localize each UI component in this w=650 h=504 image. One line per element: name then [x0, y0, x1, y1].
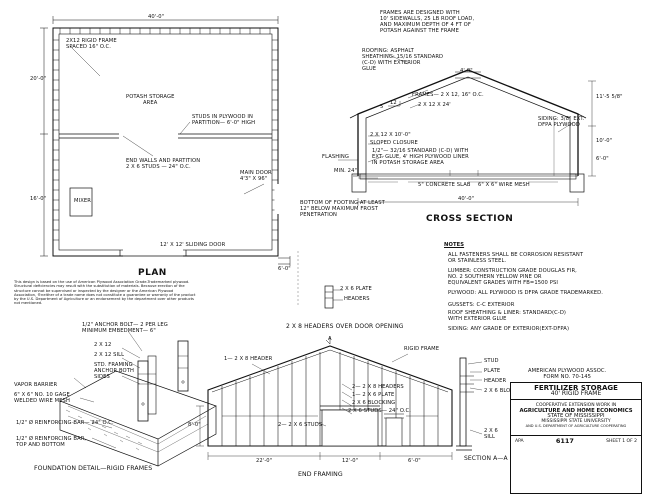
height-upper-dim: 11'-5 5/8" [596, 94, 623, 100]
slope-run: 12 [390, 100, 397, 106]
end-framing-studs-label: 2 x 6 STUDS— 24" O.C. [348, 408, 412, 414]
note-gussets: GUSSETS: C-C EXTERIOR [448, 302, 515, 308]
rebar-top-bottom-label: 1/2" Ø REINFORCING BAR, TOP AND BOTTOM [16, 436, 87, 448]
end-framing-header-label: 1— 2 x 8 HEADER [224, 356, 273, 362]
foundation-title: FOUNDATION DETAIL—RIGID FRAMES [34, 465, 153, 472]
post-label: 2 x 12 x 10'-0" [370, 132, 411, 138]
note-lumber: LUMBER: CONSTRUCTION GRADE DOUGLAS FIR, … [448, 268, 577, 286]
disclaimer-note: This design is based on the use of Ameri… [14, 280, 196, 306]
section-aa-title: SECTION A—A [464, 455, 508, 462]
sill-2x12-sill-label: 2 x 12 SILL [94, 352, 125, 358]
section-aa-sill: 2 x 6 SILL [484, 428, 498, 440]
plan-sliding-door-label: 12' x 12' SLIDING DOOR [160, 242, 226, 248]
notes-heading: NOTES [444, 242, 465, 248]
plan-dim-bottom: 6'-0" [278, 266, 291, 272]
anchor-bolt-label: 1/2" ANCHOR BOLT— 2 PER LEG MINIMUM EMBE… [82, 322, 168, 334]
plan-main-door-label: MAIN DOOR 4'3" x 96" [240, 170, 272, 182]
header-detail-plate: 2 x 6 PLATE [340, 286, 372, 292]
sloped-closure-label: SLOPED CLOSURE [370, 140, 418, 146]
slope-rise: 5 [380, 104, 384, 110]
drawing-sheet: 40'-0" 20'-0" 16'-0" 6'-0" 2x12 RIGID FR… [8, 6, 642, 498]
foundation-detail [59, 330, 217, 467]
end-framing-headers-label: 2— 2 x 8 HEADERS [352, 384, 404, 390]
cross-section-title: CROSS SECTION [426, 214, 514, 224]
flashing-label: FLASHING [322, 154, 349, 160]
roofing-label: ROOFING: ASPHALT SHEATHING: 15/16 STANDA… [362, 48, 444, 72]
plan-mixer-label: MIXER [74, 198, 91, 204]
plan-rigid-frame-label: 2x12 RIGID FRAME SPACED 16" O.C. [66, 38, 117, 50]
welded-mesh-label: 6" x 6" NO. 10 GAGE WELDED WIRE MESH [14, 392, 70, 404]
span-dim: 40'-0" [458, 196, 475, 202]
end-framing-dim-3: 6'-0" [408, 458, 421, 464]
title-block: FERTILIZER STORAGE 40' RIGID FRAME COOPE… [510, 382, 642, 494]
end-framing-title: END FRAMING [298, 471, 343, 478]
sill-2x12-label: 2 x 12 [94, 342, 112, 348]
title-block-assoc: AMERICAN PLYWOOD ASSOC. FORM NO. 70-145 [528, 368, 607, 380]
framing-anchor-label: STD. FRAMING ANCHOR BOTH SIDES [94, 362, 135, 380]
plan-dim-top: 40'-0" [148, 14, 165, 20]
plan-dim-left-lower: 16'-0" [30, 196, 47, 202]
header-detail-title: 2 x 8 HEADERS OVER DOOR OPENING [286, 323, 404, 330]
end-framing-plate-label: 1— 2 x 6 PLATE [352, 392, 395, 398]
end-framing-studs-bottom-label: 2— 2 x 6 STUDS [278, 422, 323, 428]
end-framing-blocking-label: 2 x 6 BLOCKING [352, 400, 396, 406]
section-aa-stud: STUD [484, 358, 499, 364]
height-lower-dim: 6'-0" [596, 156, 609, 162]
frames-label: FRAMES— 2 x 12, 16" O.C. [412, 92, 484, 98]
cross-section-view [338, 53, 596, 206]
plan-title: PLAN [138, 268, 167, 278]
vapor-barrier-label: VAPOR BARRIER [14, 382, 58, 388]
title-block-univ: MISSISSIPPI STATE UNIVERSITY [541, 419, 611, 425]
header-detail [324, 285, 343, 309]
wire-mesh-label: 6" x 6" WIRE MESH [478, 182, 530, 188]
plywood-liner-label: 1/2"— 32/16 STANDARD (C-D) WITH EXT. GLU… [372, 148, 469, 166]
title-block-name: FERTILIZER STORAGE [534, 384, 618, 392]
title-block-sheet: SHEET 1 OF 2 [606, 439, 637, 445]
header-detail-headers: HEADERS [344, 296, 370, 302]
plan-storage-area-label: POTASH STORAGE AREA [126, 94, 175, 106]
note-siding: SIDING: ANY GRADE OF EXTERIOR(EXT-DFPA) [448, 326, 570, 332]
ridge-dim: 4'-0" [460, 68, 473, 74]
title-block-coop: COOPERATIVE EXTENSION WORK IN [535, 403, 617, 409]
rebar-24-label: 1/2" Ø REINFORCING BAR— 24" O.C. [16, 420, 114, 426]
height-right-dim: 10'-0" [596, 138, 613, 144]
siding-label: SIDING: 3/8" EXT. DFPA PLYWOOD [538, 116, 585, 128]
end-framing-dim-1: 22'-0" [256, 458, 273, 464]
note-roof-sheathing: ROOF SHEATHING & LINER: STANDARD(C-D) WI… [448, 310, 567, 322]
title-block-sub: 40' RIGID FRAME [550, 390, 602, 398]
plan-end-walls-label: END WALLS AND PARTITION 2 x 6 STUDS — 24… [126, 158, 201, 170]
min-24-label: MIN. 24" [334, 168, 357, 174]
section-aa-view [456, 357, 483, 451]
title-block-state: STATE OF MISSISSIPPI [547, 412, 605, 419]
note-plywood: PLYWOOD: ALL PLYWOOD IS DFPA GRADE TRADE… [448, 290, 603, 296]
line-work [40, 16, 596, 467]
section-aa-header: HEADER [484, 378, 507, 384]
slab-label: 5" CONCRETE SLAB [418, 182, 471, 188]
note-fasteners: ALL FASTENERS SHALL BE CORROSION RESISTA… [448, 252, 584, 264]
rafter-label: 2 x 12 x 24' [418, 102, 451, 108]
plan-dim-left-upper: 20'-0" [30, 76, 47, 82]
frames-design-note: FRAMES ARE DESIGNED WITH 10' SIDEWALLS, … [380, 10, 475, 34]
plan-studs-partition-label: STUDS IN PLYWOOD IN PARTITION— 6'-0" HIG… [192, 114, 256, 126]
end-framing-rigid-frame-label: RIGID FRAME [404, 346, 440, 352]
title-block-apa: APA [515, 439, 524, 445]
title-block-usda: AND U.S. DEPARTMENT OF AGRICULTURE COOPE… [525, 424, 627, 429]
end-framing-view [196, 336, 453, 460]
end-framing-dim-2: 12'-0" [342, 458, 359, 464]
title-block-agri: AGRICULTURE AND HOME ECONOMICS [519, 407, 633, 414]
title-block-plan-no: 6117 [555, 437, 574, 446]
end-framing-a-mark: A [328, 336, 332, 342]
section-aa-plate: PLATE [484, 368, 501, 374]
footing-label: BOTTOM OF FOOTING AT LEAST 12" BELOW MAX… [300, 200, 385, 218]
plan-view [40, 16, 291, 266]
end-framing-height-dim: 8'-0" [188, 422, 201, 428]
